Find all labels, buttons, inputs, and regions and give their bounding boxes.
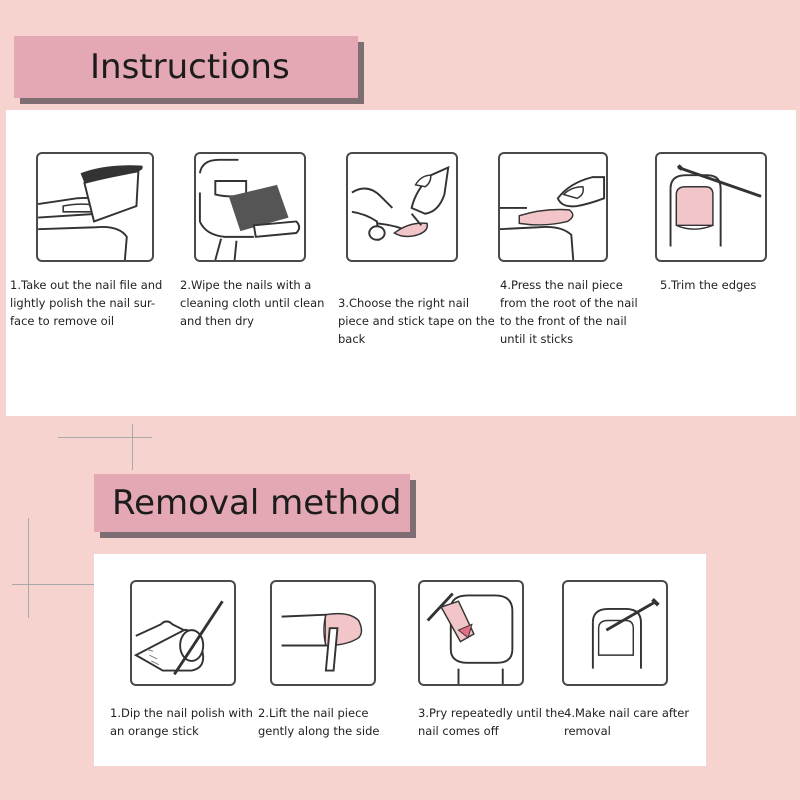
decorative-line xyxy=(58,437,152,438)
step-3-illustration xyxy=(346,152,458,262)
nail-care-icon xyxy=(591,597,660,669)
press-nail-piece-icon xyxy=(500,176,606,260)
nail-file-polish-icon xyxy=(38,165,143,260)
decorative-line xyxy=(28,518,29,618)
removal-step-3-caption: 3.Pry repeatedly until the nail comes of… xyxy=(418,706,565,738)
instructions-banner: Instructions xyxy=(14,36,358,98)
removal-step-2-illustration xyxy=(270,580,376,686)
step-2-illustration xyxy=(194,152,306,262)
step-4-caption: 4.Press the nail piece from the root of … xyxy=(500,278,638,346)
removal-step-4-caption: 4.Make nail care after removal xyxy=(564,706,690,738)
removal-step-1-caption: 1.Dip the nail polish with an orange sti… xyxy=(110,706,253,738)
pry-nail-icon xyxy=(426,592,514,684)
step-1-caption: 1.Take out the nail file and lightly pol… xyxy=(10,278,163,328)
step-4-illustration xyxy=(498,152,608,262)
step-5-caption: 5.Trim the edges xyxy=(660,278,757,292)
cleaning-cloth-icon xyxy=(198,158,301,260)
tape-nail-piece-icon xyxy=(351,165,450,241)
removal-step-3-illustration xyxy=(418,580,524,686)
lift-nail-piece-icon xyxy=(281,612,363,672)
removal-step-1-illustration xyxy=(130,580,236,686)
removal-banner: Removal method xyxy=(94,474,410,532)
decorative-line xyxy=(132,424,133,470)
step-1-illustration xyxy=(36,152,154,262)
step-5-illustration xyxy=(655,152,767,262)
step-3-caption: 3.Choose the right nail piece and stick … xyxy=(338,296,495,346)
removal-step-4-illustration xyxy=(562,580,668,686)
decorative-line xyxy=(12,584,94,585)
instructions-title: Instructions xyxy=(90,47,290,87)
orange-stick-dip-icon xyxy=(133,600,224,676)
trim-edges-icon xyxy=(669,164,762,247)
step-2-caption: 2.Wipe the nails with a cleaning cloth u… xyxy=(180,278,325,328)
removal-step-2-caption: 2.Lift the nail piece gently along the s… xyxy=(258,706,380,738)
removal-title: Removal method xyxy=(112,483,402,523)
